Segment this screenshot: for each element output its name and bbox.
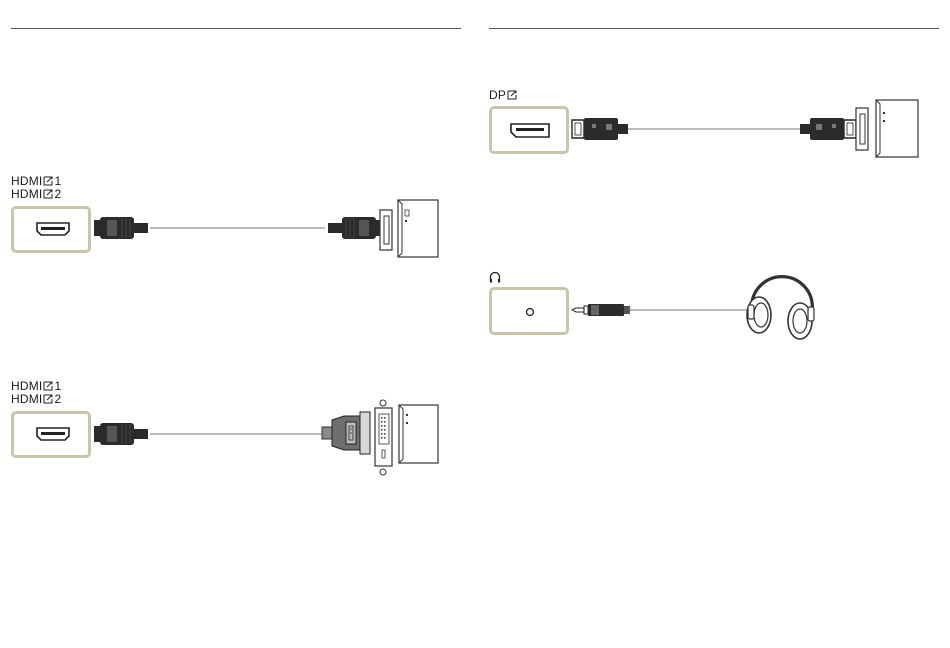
hdmi-dvi-port-box — [11, 411, 91, 458]
monitor-dvi-input-icon — [372, 400, 440, 478]
audio-jack-plug — [572, 302, 632, 318]
displayport-port-icon — [510, 123, 550, 138]
hdmi-port-box — [11, 206, 91, 253]
hdmi-port-icon — [36, 222, 70, 237]
headphone-icon — [489, 271, 501, 283]
hdmi-plug-left — [94, 419, 152, 449]
dp-plug-right — [798, 115, 856, 143]
monitor-displayport-input-icon — [854, 98, 920, 160]
dp-plug-left — [572, 115, 630, 143]
headphones-icon — [742, 265, 820, 343]
source-icon — [43, 176, 53, 186]
audio-cable — [630, 309, 750, 311]
source-icon — [43, 394, 53, 404]
hdmi-cable — [150, 227, 325, 229]
hdmi-port-icon — [36, 427, 70, 442]
dp-label: DP — [489, 89, 518, 102]
left-section-rule — [11, 28, 461, 29]
audio-jack-icon — [525, 307, 535, 317]
monitor-hdmi-input-icon — [378, 198, 440, 260]
hdmi-dvi-cable — [150, 433, 324, 435]
audio-port-box — [489, 287, 569, 335]
dp-cable — [628, 128, 800, 130]
source-icon — [507, 90, 517, 100]
right-section-rule — [489, 28, 939, 29]
source-icon — [43, 381, 53, 391]
dvi-plug-right — [322, 408, 372, 454]
hdmi-cable-plug-right — [324, 213, 382, 243]
dp-port-box — [489, 106, 569, 154]
source-icon — [43, 189, 53, 199]
hdmi-cable-plug-left — [94, 213, 152, 243]
